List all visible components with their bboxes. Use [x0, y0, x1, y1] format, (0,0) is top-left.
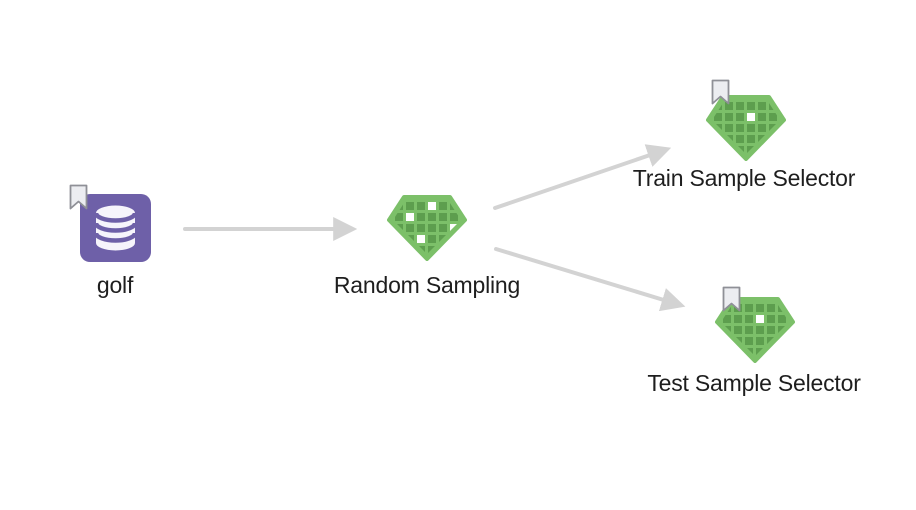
sample-gem-icon[interactable]: [387, 193, 467, 261]
bookmark-icon: [711, 79, 730, 105]
bookmark-icon: [69, 184, 88, 210]
connection-random-sampling-to-train-sample-selector[interactable]: [493, 144, 672, 210]
node-label-golf: golf: [96, 272, 134, 298]
node-label-train-sample-selector: Train Sample Selector: [632, 165, 856, 191]
connection-random-sampling-to-test-sample-selector[interactable]: [494, 247, 686, 312]
node-label-test-sample-selector: Test Sample Selector: [647, 370, 861, 396]
database-icon[interactable]: [80, 194, 151, 262]
sample-gem-icon[interactable]: [706, 93, 786, 161]
node-label-random-sampling: Random Sampling: [333, 272, 521, 298]
bookmark-icon: [722, 286, 741, 312]
